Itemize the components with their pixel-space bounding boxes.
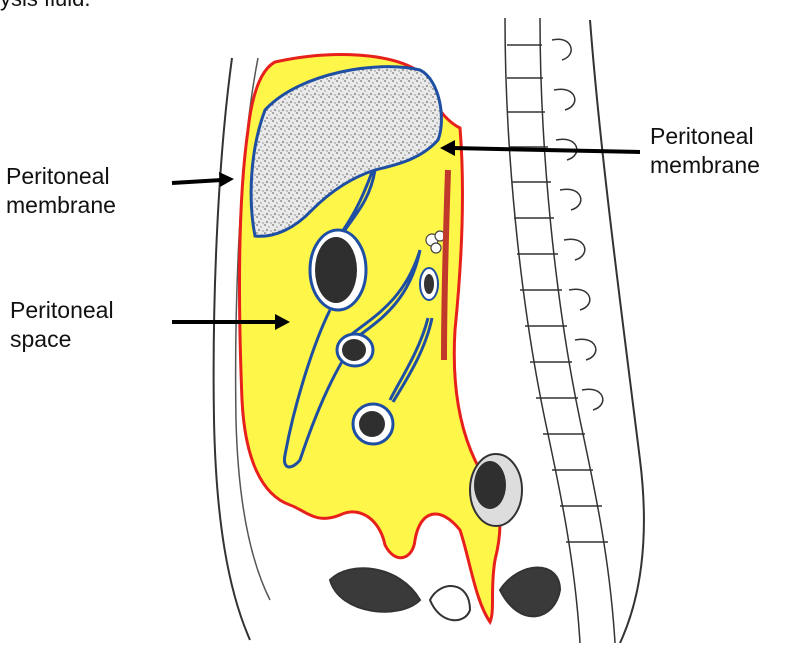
label-line-2: membrane (650, 151, 760, 180)
caption-fragment: ysis fluid. (0, 0, 90, 12)
label-line-2: membrane (6, 191, 116, 220)
label-line-1: Peritoneal (650, 122, 760, 151)
label-line-2: space (10, 325, 114, 354)
intestine-loop-2 (353, 404, 393, 444)
back-outline (590, 20, 644, 643)
spinous-processes (552, 39, 603, 410)
label-peritoneal-membrane-left: Peritoneal membrane (6, 162, 116, 220)
arrow-membrane-left (172, 172, 234, 187)
intestine-loop-1 (337, 334, 373, 366)
duodenum (420, 268, 438, 300)
stomach-organ (310, 230, 366, 310)
label-peritoneal-space: Peritoneal space (10, 296, 114, 354)
vertebrae (507, 45, 608, 542)
rectum (470, 454, 522, 526)
label-line-1: Peritoneal (6, 162, 116, 191)
pelvic-organs (330, 568, 560, 621)
label-line-1: Peritoneal (10, 296, 114, 325)
label-peritoneal-membrane-right: Peritoneal membrane (650, 122, 760, 180)
arrow-membrane-right (440, 140, 640, 156)
